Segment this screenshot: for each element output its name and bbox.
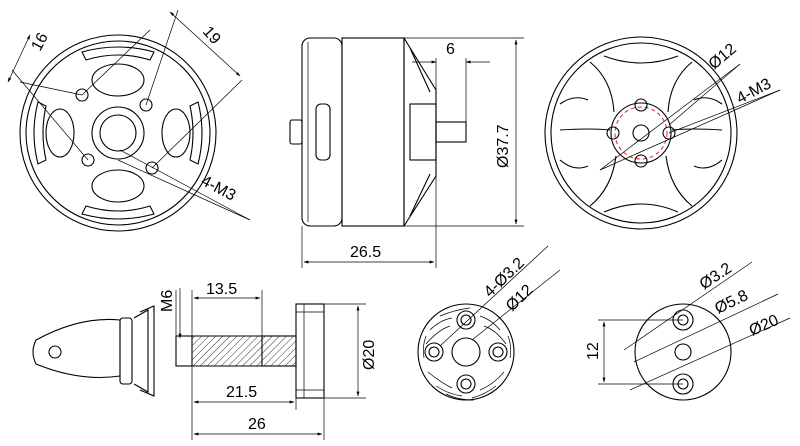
dim-19-label: 19 <box>199 23 224 48</box>
mount-swirl <box>422 307 512 401</box>
rear-spokes <box>559 55 723 213</box>
dim-20-label: Ø20 <box>361 340 378 370</box>
dim-16-label: 16 <box>29 30 52 54</box>
rear-4m3-label: 4-M3 <box>734 75 774 107</box>
rear-view: Ø12 4-M3 <box>544 36 781 230</box>
plate-58-label: Ø5.8 <box>712 287 751 318</box>
dim-26-label: 26 <box>248 416 266 433</box>
prop-adapter <box>32 305 155 397</box>
shaft-assembly: M6 13.5 21.5 26 Ø20 <box>159 281 378 440</box>
dim-265-label: 26.5 <box>350 244 381 261</box>
mount-base: 4-Ø3.2 Ø12 <box>417 245 561 401</box>
mount-plate: 12 Ø3.2 Ø5.8 Ø20 <box>585 260 791 401</box>
side-view: 6 Ø37.7 26.5 <box>289 37 524 268</box>
dim-6-label: 6 <box>446 41 455 58</box>
front-view: 16 19 4-M3 <box>7 9 251 232</box>
bolt-circle-red <box>614 106 668 160</box>
front-4m3-label: 4-M3 <box>198 173 238 205</box>
plate-20-label: Ø20 <box>747 312 782 340</box>
m6-label: M6 <box>159 290 176 312</box>
mount-12-label: Ø12 <box>503 282 537 315</box>
dim-135-label: 13.5 <box>206 281 237 298</box>
dim-215-label: 21.5 <box>226 384 257 401</box>
dim-377-label: Ø37.7 <box>495 124 512 168</box>
plate-12-label: 12 <box>585 342 602 360</box>
plate-32-label: Ø3.2 <box>697 260 735 294</box>
